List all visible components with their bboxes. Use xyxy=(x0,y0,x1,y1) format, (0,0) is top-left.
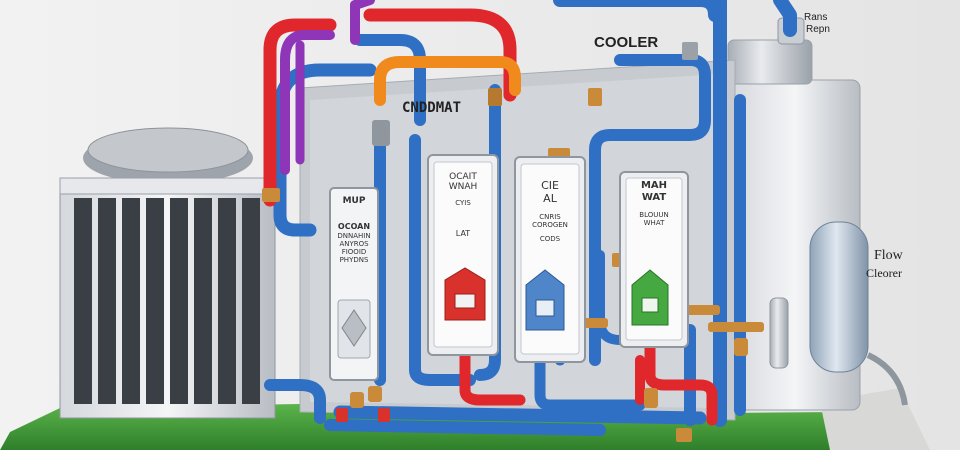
panel-3-body-1: CNRIS xyxy=(539,213,561,222)
panel-4-title: MAH xyxy=(640,180,668,191)
control-panels xyxy=(329,154,689,381)
condenser-unit xyxy=(59,177,276,419)
panel-1-text: MUP OCOAN DNNAHIN ANYROS FIOOID PHYDNS xyxy=(330,196,378,264)
panel-1-title: MUP xyxy=(342,196,366,206)
panel-2-subtitle: WNAH xyxy=(448,182,478,193)
panel-1-body-1: OCOAN xyxy=(337,222,371,232)
cleaner-label: Cleorer xyxy=(866,266,902,280)
panel-1-body-3: ANYROS xyxy=(339,239,369,248)
top-right-label-2: Repn xyxy=(806,24,830,35)
panel-1-body-2: DNNAHIN xyxy=(337,231,371,240)
panel-3-title: CIE xyxy=(541,179,559,192)
condensate-label: CNDDMAT xyxy=(402,100,462,116)
panel-2-body-1: CYIS xyxy=(455,198,471,207)
panel-4-subtitle: WAT xyxy=(641,191,667,203)
flow-label: Flow xyxy=(874,248,903,263)
pipe-fittings xyxy=(262,42,789,442)
condenser-fan-grille xyxy=(87,127,249,173)
panel-2-title: OCAIT xyxy=(449,172,477,182)
flow-cleaner-tank xyxy=(809,221,869,373)
panel-4-text: MAH WAT BLOUUN WHAT xyxy=(626,180,682,227)
panel-2-text: OCAIT WNAH CYIS LAT xyxy=(434,172,492,238)
panel-3-body-3: CODS xyxy=(539,235,561,244)
panel-4-body-2: WHAT xyxy=(643,219,665,228)
panel-2-body-2: LAT xyxy=(455,228,471,238)
tank-drain-pipe xyxy=(866,352,908,406)
panel-3-subtitle: AL xyxy=(543,191,557,205)
condenser-louvers xyxy=(74,198,260,404)
panel-1-body-4: FIOOID xyxy=(341,247,367,256)
condenser-lid xyxy=(59,177,276,195)
top-right-label-1: Rans xyxy=(804,12,828,23)
cooler-label: COOLER xyxy=(594,34,659,51)
panel-1-body-5: PHYDNS xyxy=(339,255,369,264)
panel-3-body-2: COROGEN xyxy=(532,221,568,230)
panel-4-body-1: BLOUUN xyxy=(639,211,669,219)
cooler-top-box xyxy=(727,39,813,85)
panel-3-text: CIE AL CNRIS COROGEN CODS xyxy=(521,179,579,244)
pipe-network xyxy=(263,0,797,436)
